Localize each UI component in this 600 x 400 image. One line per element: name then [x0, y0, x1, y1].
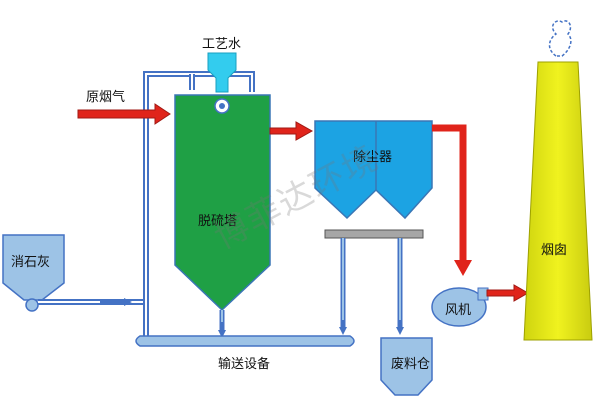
tower-to-collector-arrow — [269, 121, 314, 141]
collector-to-fan-duct — [432, 124, 472, 276]
chimney — [523, 61, 593, 341]
collector-discharge-pipes — [339, 238, 404, 335]
waste-bin-label: 废料仓 — [391, 357, 431, 372]
chimney-label: 烟囱 — [541, 243, 568, 258]
dust-collector — [314, 120, 433, 220]
process-water-hopper — [207, 52, 237, 93]
waste-bin — [380, 337, 433, 396]
slaked-lime-label: 消石灰 — [11, 255, 51, 270]
fan — [431, 287, 489, 327]
fan-to-chimney-arrow — [486, 284, 530, 302]
fan-label: 风机 — [445, 303, 472, 318]
raw-flue-gas-label: 原烟气 — [86, 90, 126, 105]
rotary-valve-icon — [25, 298, 39, 312]
smoke-plume-icon — [548, 20, 572, 57]
conveyor-label: 输送设备 — [218, 357, 271, 372]
dust-collector-label: 除尘器 — [353, 150, 393, 165]
desulfurization-tower — [174, 94, 271, 312]
collector-screw-conveyor — [324, 229, 424, 239]
conveyor-equipment — [135, 335, 355, 347]
desulfurization-tower-label: 脱硫塔 — [198, 214, 238, 229]
process-water-label: 工艺水 — [202, 37, 242, 52]
raw-flue-gas-arrow — [77, 103, 171, 125]
lime-feed-pipe — [38, 71, 255, 336]
